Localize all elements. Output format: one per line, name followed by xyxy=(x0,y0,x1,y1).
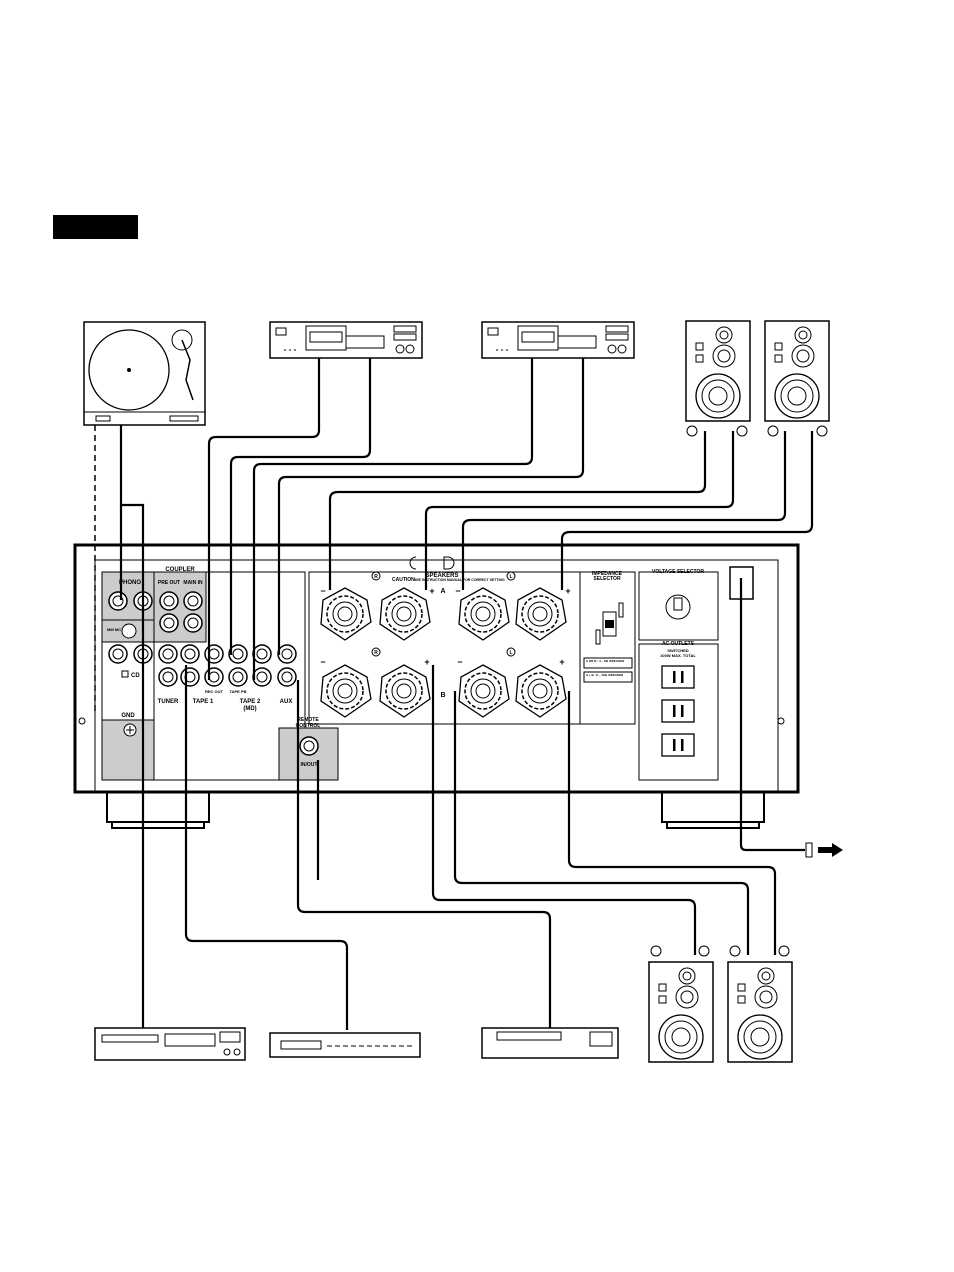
spk-a-label: A xyxy=(440,588,445,595)
voltage-selector-knob[interactable] xyxy=(665,594,691,620)
pre-out-l-jack[interactable] xyxy=(159,613,179,633)
turntable-icon xyxy=(83,321,206,426)
mm-mc-switch[interactable] xyxy=(121,623,137,639)
ac-outlets-label: AC OUTLETS xyxy=(662,641,695,647)
minus-sign: − xyxy=(455,586,460,596)
voltage-selector-label: VOLTAGE SELECTOR xyxy=(652,569,704,575)
remote-jack[interactable] xyxy=(299,736,319,756)
remote-label: REMOTE xyxy=(297,717,319,723)
caution-note: SEE INSTRUCTION MANUAL FOR CORRECT SETTI… xyxy=(414,578,505,582)
speaker-icon xyxy=(727,961,793,1063)
remote-io-label: IN/OUT xyxy=(301,762,318,768)
impedance-row1: A OR B : 4 – 8Ω /SPEAKER xyxy=(586,659,625,663)
selector-label: SELECTOR xyxy=(593,576,621,582)
minus-sign: − xyxy=(457,657,462,667)
ac-outlet-3[interactable] xyxy=(661,733,695,757)
impedance-row2: A + B : 8 – 16Ω /SPEAKER xyxy=(586,673,624,677)
section-tag xyxy=(53,215,138,239)
power-plug-arrow-icon xyxy=(818,843,843,857)
speakers-label: SPEAKERS xyxy=(425,573,458,579)
caution-label: CAUTION xyxy=(392,577,415,583)
tuner-label: TUNER xyxy=(158,699,179,705)
phono-label: PHONO xyxy=(119,580,141,586)
speaker-icon xyxy=(648,961,714,1063)
cd-label: CD xyxy=(131,673,140,679)
tape2-sub-label: (MD) xyxy=(243,706,256,712)
tape1-label: TAPE 1 xyxy=(193,699,214,705)
minus-sign: − xyxy=(320,657,325,667)
control-label: CONTROL xyxy=(296,723,321,729)
plus-sign: + xyxy=(559,657,564,667)
cd-r-jack[interactable] xyxy=(108,644,128,664)
switched-label: SWITCHED xyxy=(667,648,688,653)
pre-out-label: PRE OUT xyxy=(158,580,180,586)
speaker-icon xyxy=(685,320,751,422)
plus-sign: + xyxy=(565,586,570,596)
main-in-l-jack[interactable] xyxy=(183,613,203,633)
md-recorder-icon xyxy=(481,1027,619,1059)
ac-outlet-1[interactable] xyxy=(661,665,695,689)
aux-label: AUX xyxy=(280,699,293,705)
max-total-label: 100W MAX. TOTAL xyxy=(660,653,696,658)
tape-pb-label: TAPE PB xyxy=(229,689,246,694)
plus-sign: + xyxy=(429,586,434,596)
main-in-label: MAIN IN xyxy=(183,580,203,586)
phono-r-jack[interactable] xyxy=(108,591,128,611)
plus-sign: + xyxy=(424,657,429,667)
gnd-label: GND xyxy=(121,713,135,719)
cassette-deck-icon xyxy=(269,321,423,359)
cd-player-icon xyxy=(94,1027,246,1061)
ac-outlet-2[interactable] xyxy=(661,699,695,723)
right-mark: R xyxy=(374,574,378,580)
right-mark: R xyxy=(374,650,378,656)
left-mark: L xyxy=(509,650,512,656)
left-mark: L xyxy=(509,574,512,580)
tape2-label: TAPE 2 xyxy=(240,699,261,705)
speaker-icon xyxy=(764,320,830,422)
rec-out-label: REC OUT xyxy=(205,689,224,694)
pre-out-r-jack[interactable] xyxy=(159,591,179,611)
coupler-label: COUPLER xyxy=(165,567,195,573)
spk-b-label: B xyxy=(440,692,445,699)
minus-sign: − xyxy=(320,586,325,596)
mm-mc-label: MM MC xyxy=(107,627,121,632)
cassette-deck-icon xyxy=(481,321,635,359)
impedance-label: IMPEDANCE xyxy=(592,571,623,577)
main-in-r-jack[interactable] xyxy=(183,591,203,611)
cables xyxy=(94,358,814,1030)
tuner-icon xyxy=(269,1032,421,1058)
